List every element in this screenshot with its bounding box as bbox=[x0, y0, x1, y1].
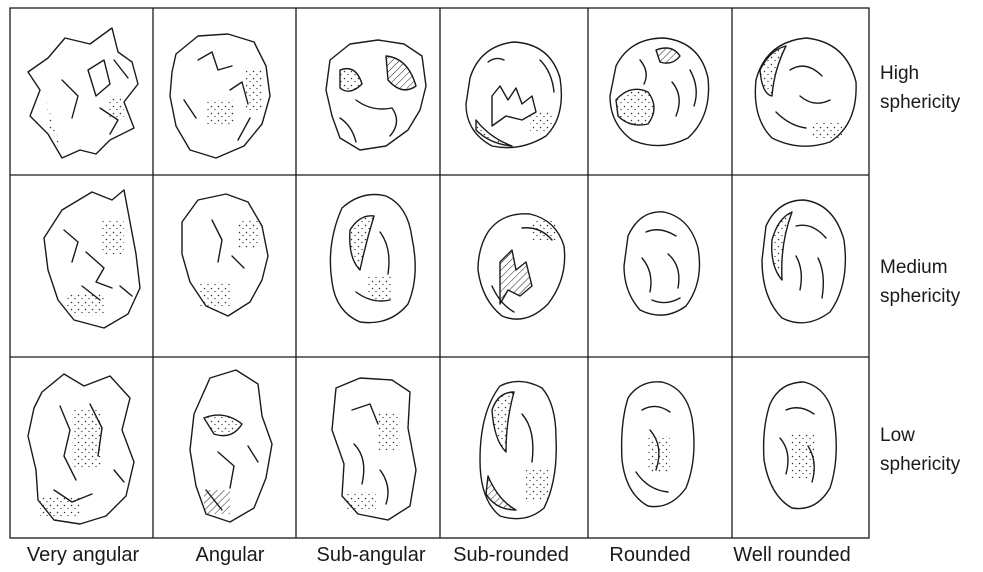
row-label-high: High sphericity bbox=[880, 59, 960, 117]
grain-sub-rounded-low bbox=[480, 381, 556, 518]
row-label-low-line1: Low bbox=[880, 421, 960, 450]
row-label-high-line2: sphericity bbox=[880, 88, 960, 117]
grain-angular-medium bbox=[182, 194, 268, 316]
row-label-medium-line2: sphericity bbox=[880, 282, 960, 311]
grain-sub-rounded-medium bbox=[478, 214, 565, 319]
row-label-low-line2: sphericity bbox=[880, 450, 960, 479]
row-label-low: Low sphericity bbox=[880, 421, 960, 479]
grain-sub-angular-low bbox=[332, 378, 416, 520]
row-label-medium: Medium sphericity bbox=[880, 253, 960, 311]
row-label-high-line1: High bbox=[880, 59, 960, 88]
column-label-angular: Angular bbox=[155, 542, 305, 568]
grain-rounded-high bbox=[610, 38, 709, 146]
grain-well-rounded-high bbox=[755, 38, 856, 146]
grain-sub-angular-medium bbox=[330, 195, 415, 323]
grain-sub-angular-high bbox=[326, 40, 426, 150]
grain-rounded-medium bbox=[624, 212, 700, 315]
column-label-rounded: Rounded bbox=[575, 542, 725, 568]
column-label-very-angular: Very angular bbox=[8, 542, 158, 568]
grain-sub-rounded-high bbox=[466, 42, 561, 148]
grain-angular-low bbox=[190, 370, 272, 522]
grain-well-rounded-low bbox=[764, 382, 837, 509]
column-label-well-rounded: Well rounded bbox=[717, 542, 867, 568]
grain-rounded-low bbox=[622, 382, 694, 507]
grain-very-angular-low bbox=[28, 374, 134, 524]
column-label-sub-rounded: Sub-rounded bbox=[436, 542, 586, 568]
grain-angular-high bbox=[170, 34, 270, 158]
column-label-sub-angular: Sub-angular bbox=[296, 542, 446, 568]
grain-very-angular-high bbox=[28, 28, 138, 158]
row-label-medium-line1: Medium bbox=[880, 253, 960, 282]
grain-well-rounded-medium bbox=[762, 200, 845, 323]
grain-very-angular-medium bbox=[44, 190, 140, 328]
